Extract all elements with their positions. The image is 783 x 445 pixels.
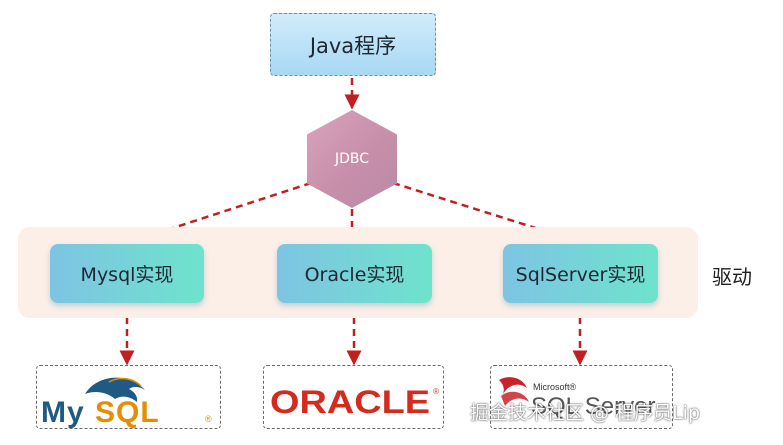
watermark: 掘金技术社区 @ 程序员Lip <box>470 402 701 424</box>
sqlserver-impl-box: SqlServer实现 <box>503 244 658 303</box>
arrow-jdbc-to-sqlserver <box>392 181 582 246</box>
oracle-impl-box: Oracle实现 <box>277 244 432 303</box>
jdbc-label: JDBC <box>334 151 370 167</box>
svg-text:SQL Server: SQL Server <box>531 393 656 420</box>
mysql-impl-label: Mysql实现 <box>80 264 174 286</box>
mysql-impl-box: Mysql实现 <box>50 244 204 303</box>
sqlserver-impl-label: SqlServer实现 <box>515 264 646 286</box>
sqlserver-database-box: Microsoft® SQL Server <box>490 365 673 429</box>
svg-text:®: ® <box>433 387 439 396</box>
mysql-database-box: My SQL ® <box>36 365 221 429</box>
oracle-logo: ORACLE ® <box>270 384 439 420</box>
oracle-impl-label: Oracle实现 <box>304 264 405 286</box>
svg-text:Microsoft®: Microsoft® <box>533 382 577 392</box>
oracle-database-box: ORACLE ® <box>263 365 444 429</box>
java-program-box: Java程序 <box>270 13 436 76</box>
driver-layer-label: 驱动 <box>712 265 752 289</box>
svg-text:SQL: SQL <box>95 396 160 429</box>
sqlserver-logo: Microsoft® SQL Server <box>499 377 656 420</box>
svg-text:My: My <box>41 396 85 429</box>
svg-text:ORACLE: ORACLE <box>270 384 430 420</box>
svg-text:®: ® <box>205 414 212 424</box>
java-program-label: Java程序 <box>309 33 397 58</box>
mysql-logo: My SQL ® <box>41 377 212 429</box>
